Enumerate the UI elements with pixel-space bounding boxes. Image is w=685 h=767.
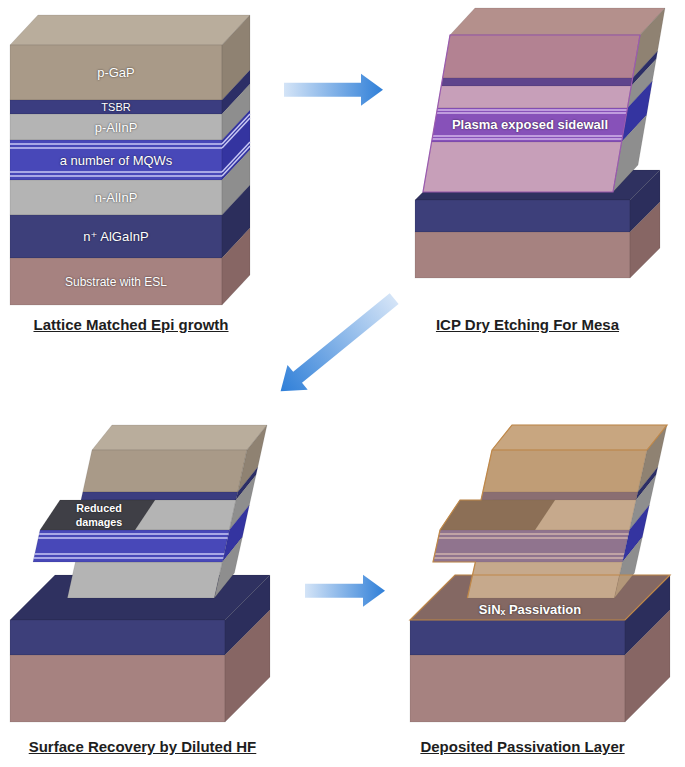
recovered-mesa-part <box>214 537 242 598</box>
mqw-stripes-part <box>222 114 250 144</box>
layer-label: p-AlInP <box>95 120 138 135</box>
passivated-mesa-part <box>492 425 667 450</box>
sinx-outline-part <box>410 575 670 620</box>
etched-mesa-part <box>415 232 630 278</box>
epi-layer: p-AlInP <box>10 114 222 140</box>
epi-stack-part <box>10 114 222 140</box>
passivated-mesa-part <box>410 655 625 722</box>
mqw-stripes-part <box>10 147 222 149</box>
recovered-mesa-part <box>10 620 225 655</box>
damage-label: Reduced damages <box>55 501 143 529</box>
process-arrow <box>281 293 399 391</box>
sidewall-label: Plasma exposed sidewall <box>440 116 620 132</box>
mqw-stripes-part <box>222 146 250 176</box>
epi-stack-part <box>10 15 250 45</box>
recovered-mesa-part <box>225 610 270 722</box>
plasma-sidewall <box>423 35 640 192</box>
step-caption: ICP Dry Etching For Mesa <box>405 316 650 334</box>
sinx-outline-part <box>433 425 667 598</box>
mqw-stripes-part <box>222 142 250 172</box>
process-panel: ICP Dry Etching For Mesa Plasma exposed s… <box>405 0 675 345</box>
layer-label: Substrate with ESL <box>65 275 167 289</box>
layer-label: a number of MQWs <box>60 153 173 168</box>
passivated-mesa-part <box>625 610 670 722</box>
step-caption: Lattice Matched Epi growth <box>0 316 262 334</box>
passivated-mesa-part <box>410 575 670 620</box>
epi-layer: n-AlInP <box>10 180 222 215</box>
etched-mesa <box>415 8 665 278</box>
mqw-stripes-part <box>35 553 224 554</box>
passivated-mesa <box>410 425 670 722</box>
recovered-mesa-part <box>10 655 225 722</box>
passivated-mesa-part <box>410 620 625 655</box>
recovered-mesa-part <box>92 425 267 450</box>
layer-label: SiNₓ Passivation <box>479 602 581 617</box>
recovered-mesa-part <box>67 562 222 598</box>
epi-stack-part <box>10 140 222 180</box>
process-panel: Lattice Matched Epi growth p-GaP TSBR p-AlI… <box>0 0 262 345</box>
mqw-stripes <box>10 114 250 176</box>
mqw-stripes <box>34 534 229 558</box>
layer-label: n⁺ AlGaInP <box>83 229 148 244</box>
process-panel: Surface Recovery by Diluted HF Reduced da… <box>0 400 290 767</box>
epi-layer: TSBR <box>10 100 222 114</box>
mqw-stripes-part <box>10 175 222 177</box>
passivation-label: SiNₓ Passivation <box>455 601 605 618</box>
mqw-stripes-part <box>39 533 228 534</box>
recovered-mesa-part <box>40 500 155 530</box>
step-caption: Deposited Passivation Layer <box>400 738 645 756</box>
mqw-stripes-part <box>10 143 222 145</box>
epi-stack-part <box>10 215 222 258</box>
step-caption: Surface Recovery by Diluted HF <box>0 738 285 756</box>
layer-label: p-GaP <box>97 65 135 80</box>
etched-mesa-part <box>450 8 665 35</box>
process-arrow <box>305 575 385 607</box>
recovered-mesa-part <box>81 492 238 500</box>
etched-mesa-part <box>630 202 660 278</box>
sinx-layer <box>410 425 670 620</box>
recovered-mesa-part <box>83 450 247 492</box>
mqw-stripes-part <box>10 171 222 173</box>
etched-mesa-part <box>415 200 630 232</box>
epi-stack-part <box>10 180 222 215</box>
epi-layer: p-GaP <box>10 45 222 100</box>
epi-stack <box>10 15 250 305</box>
recovered-mesa <box>10 425 270 722</box>
sinx-outline <box>410 425 670 620</box>
epi-stack-part <box>10 258 222 305</box>
mqw-stripes-part <box>222 118 250 148</box>
process-arrow <box>284 74 383 106</box>
layer-label: n-AlInP <box>95 190 138 205</box>
epi-layer: Substrate with ESL <box>10 258 222 305</box>
process-panel: Deposited Passivation Layer SiNₓ Passivat… <box>400 400 680 767</box>
mqw-stripes-part <box>38 537 227 538</box>
epi-stack-part <box>10 45 222 100</box>
layer-label: TSBR <box>101 101 130 114</box>
layer-label: Reduced damages <box>55 501 143 529</box>
epi-stack-part <box>10 100 222 114</box>
epi-stack-part <box>222 228 250 305</box>
epi-layer: n⁺ AlGaInP <box>10 215 222 258</box>
mqw-stripes-part <box>34 557 223 558</box>
epi-layer: a number of MQWs <box>10 150 222 170</box>
layer-label: Plasma exposed sidewall <box>452 117 608 132</box>
sinx-layer-part <box>410 575 670 620</box>
recovered-mesa-part <box>33 530 229 562</box>
sinx-layer-part <box>492 425 667 450</box>
